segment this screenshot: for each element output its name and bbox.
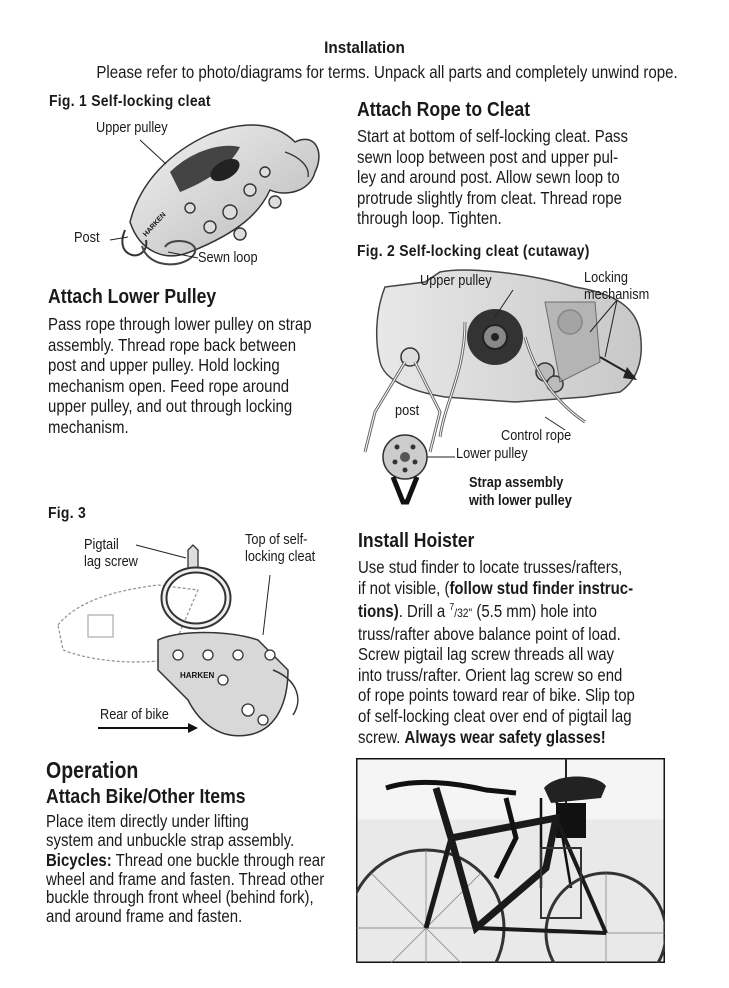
install-hoister-heading: Install Hoister: [358, 530, 475, 552]
fig2-label-strap-assembly: Strap assembly with lower pulley: [469, 475, 572, 509]
fig1-label-sewn-loop: Sewn loop: [198, 250, 258, 266]
attach-bike-heading: Attach Bike/Other Items: [46, 786, 246, 808]
attach-rope-body: Start at bottom of self-locking cleat. P…: [357, 126, 628, 229]
fig3-label-top-of-cleat: Top of self- locking cleat: [245, 532, 316, 565]
operation-heading: Operation: [46, 757, 139, 783]
fig2-cutaway-diagram: [363, 269, 642, 505]
fig3-label-rear-of-bike: Rear of bike: [100, 707, 169, 723]
fig2-label-locking-mechanism: Locking mechanism: [584, 270, 650, 303]
intro-text: Please refer to photo/diagrams for terms…: [96, 62, 678, 82]
fig2-label-upper-pulley: Upper pulley: [420, 273, 492, 289]
page-title: Installation: [324, 38, 405, 57]
fig1-cleat-diagram: HARKEN: [109, 124, 320, 266]
fig3-lag-screw-diagram: HARKEN: [57, 544, 299, 737]
fig3-brand-logo: HARKEN: [180, 671, 214, 680]
fig3-label-pigtail-lag-screw: Pigtail lag screw: [84, 537, 138, 570]
operation-body: Place item directly under lifting system…: [46, 811, 326, 926]
fig3-heading: Fig. 3: [48, 505, 87, 522]
fig2-label-lower-pulley: Lower pulley: [456, 446, 528, 462]
attach-lower-heading: Attach Lower Pulley: [48, 286, 217, 308]
fig2-label-post: post: [395, 403, 420, 419]
fig2-heading: Fig. 2 Self-locking cleat (cutaway): [357, 243, 590, 260]
attach-lower-body: Pass rope through lower pulley on strap …: [48, 314, 312, 437]
install-hoister-body: Use stud finder to locate trusses/rafter…: [358, 557, 635, 747]
fig1-heading: Fig. 1 Self-locking cleat: [49, 93, 211, 110]
attach-rope-heading: Attach Rope to Cleat: [357, 99, 531, 121]
fig1-label-upper-pulley: Upper pulley: [96, 120, 168, 136]
fig1-label-post: Post: [74, 230, 100, 246]
bike-photo: [356, 758, 665, 963]
fig2-label-control-rope: Control rope: [501, 428, 572, 444]
